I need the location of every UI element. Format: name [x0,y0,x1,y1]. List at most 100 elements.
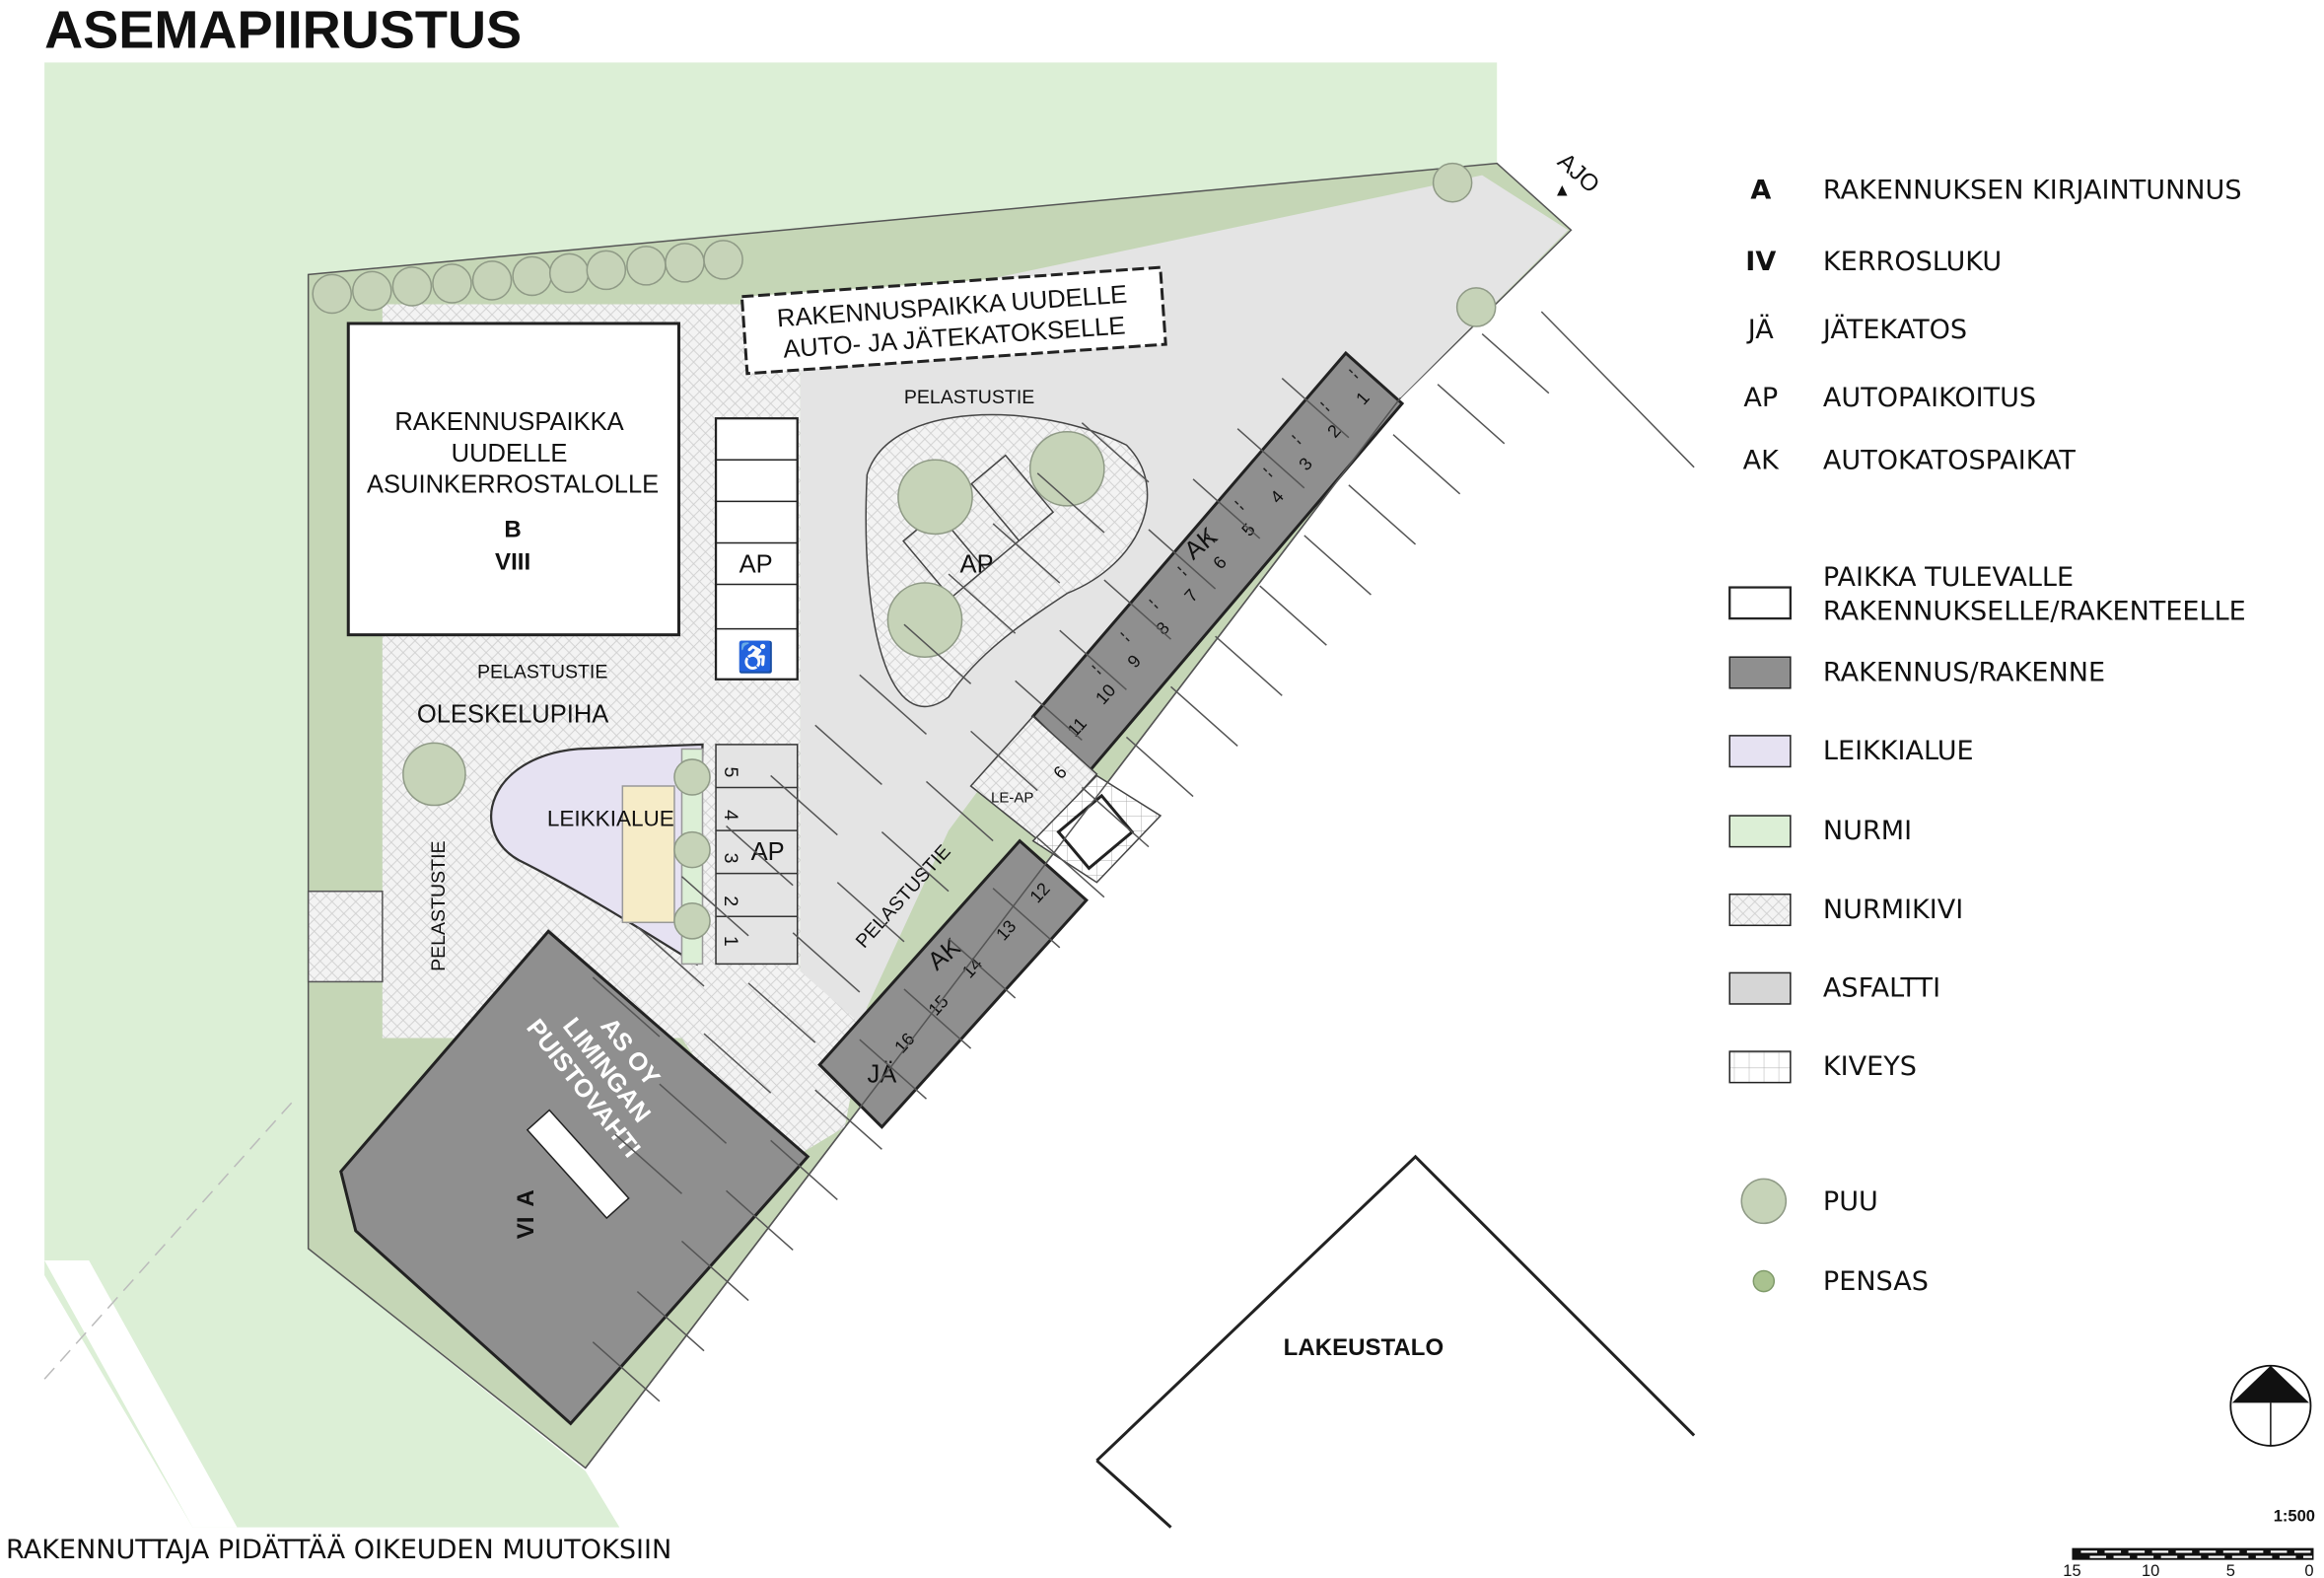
tree-icon [897,459,973,536]
play-ap-2: 2 [720,896,741,906]
parking-stall-line [592,1341,661,1402]
legend-label: PENSAS [1823,1266,1929,1297]
parking-stall-line [1015,680,1083,741]
tree-icon [471,260,513,301]
legend-key: JÄ [1746,314,1775,345]
ak-divider [1149,599,1160,610]
legend-key: IV [1745,247,1776,277]
legend-swatch-asphalt [1728,971,1792,1005]
parking-stall-line [1081,422,1150,483]
building-b-floors: VIII [495,549,530,576]
parking-stall-line [680,876,749,937]
parking-stall-line [880,831,950,893]
legend-label: PUU [1823,1186,1878,1217]
le-ap-label: LE-AP [991,790,1033,807]
ak-divider [1092,665,1102,676]
ak-divider [1263,467,1274,478]
parking-stall-line [636,1291,705,1352]
play-ap-3: 3 [720,853,741,864]
legend-label: AUTOPAIKOITUS [1823,383,2036,413]
parking-stall-line [747,982,816,1043]
legend-label: JÄTEKATOS [1821,314,1967,345]
building-a-rooflight [526,1109,630,1220]
legend-label: ASFALTTI [1823,972,1940,1003]
tree-icon [586,250,627,291]
legend-item: LEIKKIALUE [1728,735,1974,768]
parking-stall-line [703,1033,772,1094]
tree-icon [1432,162,1473,203]
oleskelupiha-label: OLESKELUPIHA [417,700,609,728]
play-ap-5: 5 [720,766,741,777]
parking-stall-line [1170,685,1238,747]
tree-icon [512,255,552,297]
parking-stall-line [948,573,1017,634]
building-b-label-2: UUDELLE [452,440,568,467]
lakeustalo-outline [1095,1154,1696,1463]
legend-label: RAKENNUS/RAKENNE [1823,657,2105,687]
legend-label: NURMI [1823,816,1912,846]
legend-item: NURMIKIVI [1728,893,1963,927]
ak-divider [1319,401,1331,412]
legend-item: PUU [1740,1178,1878,1225]
legend-item: PAIKKA TULEVALLE RAKENNUKSELLE/RAKENTEELL… [1728,562,2246,627]
building-b-id: B [504,516,521,542]
legend-label: PAIKKA TULEVALLE [1823,562,2074,593]
parking-stall-line [726,1189,794,1252]
play-ap-1: 1 [720,936,741,947]
parking-stall-line [903,623,972,684]
parking-stall-line [925,780,994,842]
building-b-label-3: ASUINKERROSTALOLLE [367,470,659,498]
ap-label-north: AP [739,551,773,579]
parking-stall-line [1036,837,1105,898]
parking-stall-line [770,1139,838,1200]
legend-label: KIVEYS [1823,1051,1917,1082]
lakeustalo-label: LAKEUSTALO [1284,1334,1444,1361]
parking-stall-line [970,730,1038,792]
bin-area [307,890,384,983]
building-a-floors: VI [513,1217,539,1240]
tree-icon [1028,430,1105,507]
parking-stall-line [859,674,927,735]
bush-icon [1752,1269,1776,1293]
sandbox [621,785,675,924]
page-title: ASEMAPIIRUSTUS [44,0,522,59]
legend-swatch-nurmikivi [1728,893,1792,927]
parking-stall-line [903,988,972,1049]
parking-stall-line [1437,384,1506,445]
scale-bar [2072,1547,2314,1560]
parking-stall-line [859,1039,927,1100]
ak-divider [1206,533,1217,544]
legend-key: AP [1743,383,1778,413]
path-dashes [43,1097,298,1380]
tree-icon [312,273,353,315]
leikkialue-label: LEIKKIALUE [547,807,674,831]
parking-stall-line [1348,484,1417,545]
legend-item: KIVEYS [1728,1050,1917,1084]
playground-ap: 5 4 3 2 1 AP [715,744,799,966]
lot-edge [1540,311,1695,468]
legend-swatch-nurmi [1728,815,1792,848]
legend-label: KERROSLUKU [1823,247,2002,277]
legend-item: IV KERROSLUKU [1745,247,2002,277]
disclaimer: RAKENNUTTAJA PIDÄTTÄÄ OIKEUDEN MUUTOKSII… [6,1534,671,1565]
legend-label: RAKENNUKSEN KIRJAINTUNNUS [1823,176,2242,206]
legend-item: NURMI [1728,815,1912,848]
tree-icon [626,246,667,286]
legend-label: LEIKKIALUE [1823,736,1974,766]
legend-item: AP AUTOPAIKOITUS [1743,383,2036,413]
legend-label-2: RAKENNUKSELLE/RAKENTEELLE [1823,597,2246,627]
wheelchair-icon: ♿ [738,640,774,675]
parking-stall-line [814,724,882,786]
tree-icon [402,742,466,807]
ak-divider [1348,369,1359,380]
ak-divider [1120,631,1131,643]
parking-stall-line [1192,478,1261,539]
parking-stall-line [636,926,705,987]
lakeustalo-outline-2 [1095,1459,1172,1529]
parking-stall-line [814,1089,882,1150]
legend-label: AUTOKATOSPAIKAT [1823,445,2076,475]
